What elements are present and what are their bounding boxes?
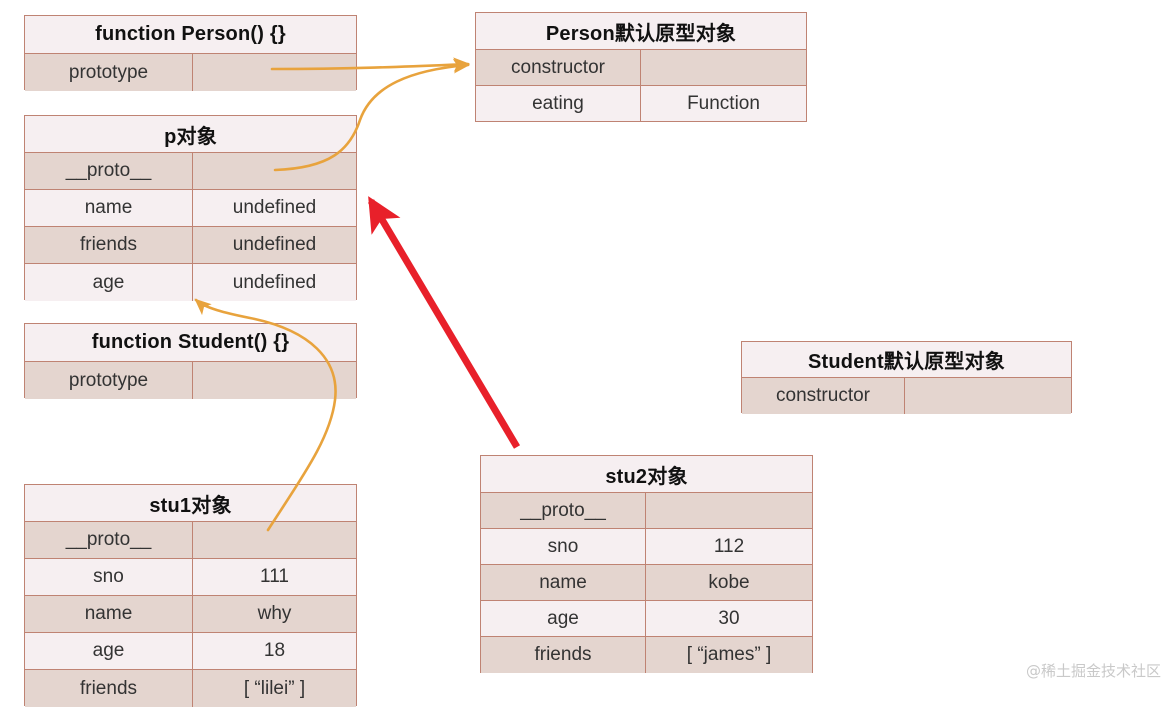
row-key: friends bbox=[481, 637, 646, 673]
row-value bbox=[193, 362, 356, 399]
row-key: age bbox=[481, 601, 646, 636]
row-key: __proto__ bbox=[25, 522, 193, 558]
box-title: function Person() {} bbox=[95, 23, 286, 45]
table-row: constructor bbox=[742, 378, 1071, 414]
row-key: friends bbox=[25, 670, 193, 707]
row-value bbox=[905, 378, 1071, 414]
row-key: __proto__ bbox=[481, 493, 646, 528]
box-title-row: Person默认原型对象 bbox=[476, 13, 806, 50]
row-key: name bbox=[25, 596, 193, 632]
row-value bbox=[193, 522, 356, 558]
box-title-row: function Person() {} bbox=[25, 16, 356, 54]
table-row: __proto__ bbox=[481, 493, 812, 529]
table-row: age 18 bbox=[25, 633, 356, 670]
box-student-prototype-object: Student默认原型对象 constructor bbox=[741, 341, 1072, 414]
box-title-row: stu2对象 bbox=[481, 456, 812, 493]
row-key: sno bbox=[481, 529, 646, 564]
table-row: sno 112 bbox=[481, 529, 812, 565]
row-key: constructor bbox=[476, 50, 641, 85]
box-title: stu2对象 bbox=[605, 465, 688, 488]
row-value bbox=[193, 153, 356, 189]
row-value bbox=[193, 54, 356, 91]
row-value: why bbox=[257, 603, 292, 624]
row-value: undefined bbox=[232, 234, 317, 255]
row-key: prototype bbox=[25, 362, 193, 399]
box-stu1-object: stu1对象 __proto__ sno 111 name why age 18… bbox=[24, 484, 357, 707]
box-title: function Student() {} bbox=[91, 331, 290, 353]
row-key: name bbox=[481, 565, 646, 600]
table-row: prototype bbox=[25, 54, 356, 91]
box-title: p对象 bbox=[164, 125, 217, 148]
table-row: __proto__ bbox=[25, 522, 356, 559]
box-stu2-object: stu2对象 __proto__ sno 112 name kobe age 3… bbox=[480, 455, 813, 673]
row-value: undefined bbox=[232, 197, 317, 218]
row-value: kobe bbox=[708, 571, 750, 593]
box-title-row: stu1对象 bbox=[25, 485, 356, 522]
row-value: [ “james” ] bbox=[686, 644, 772, 665]
row-key: sno bbox=[25, 559, 193, 595]
box-title-row: p对象 bbox=[25, 116, 356, 153]
box-title: Person默认原型对象 bbox=[545, 22, 737, 45]
table-row: age 30 bbox=[481, 601, 812, 637]
box-title: Student默认原型对象 bbox=[807, 351, 1006, 373]
arrow-stu2-to-p-proto bbox=[367, 196, 521, 449]
table-row: friends [ “james” ] bbox=[481, 637, 812, 673]
row-key: name bbox=[25, 190, 193, 226]
table-row: friends undefined bbox=[25, 227, 356, 264]
box-person-prototype-object: Person默认原型对象 constructor eating Function bbox=[475, 12, 807, 122]
table-row: friends [ “lilei” ] bbox=[25, 670, 356, 707]
row-value: [ “lilei” ] bbox=[243, 677, 306, 699]
row-key: eating bbox=[476, 86, 641, 121]
table-row: eating Function bbox=[476, 86, 806, 121]
watermark: @稀土掘金技术社区 bbox=[1025, 662, 1161, 680]
row-value: undefined bbox=[232, 271, 317, 293]
box-p-object: p对象 __proto__ name undefined friends und… bbox=[24, 115, 357, 301]
box-title-row: function Student() {} bbox=[25, 324, 356, 362]
row-value: 112 bbox=[713, 535, 745, 557]
row-key: __proto__ bbox=[25, 153, 193, 189]
row-key: age bbox=[25, 264, 193, 301]
row-key: age bbox=[25, 633, 193, 669]
row-value: 30 bbox=[718, 607, 740, 629]
box-function-person: function Person() {} prototype bbox=[24, 15, 357, 91]
table-row: sno 111 bbox=[25, 559, 356, 596]
row-value: Function bbox=[687, 92, 760, 114]
table-row: name kobe bbox=[481, 565, 812, 601]
row-key: prototype bbox=[25, 54, 193, 91]
table-row: name why bbox=[25, 596, 356, 633]
box-function-student: function Student() {} prototype bbox=[24, 323, 357, 399]
row-key: friends bbox=[25, 227, 193, 263]
row-value: 18 bbox=[263, 640, 286, 661]
box-title: stu1对象 bbox=[149, 494, 232, 517]
row-value bbox=[641, 50, 806, 85]
table-row: constructor bbox=[476, 50, 806, 86]
box-title-row: Student默认原型对象 bbox=[742, 342, 1071, 378]
table-row: __proto__ bbox=[25, 153, 356, 190]
table-row: prototype bbox=[25, 362, 356, 399]
table-row: age undefined bbox=[25, 264, 356, 301]
row-value: 111 bbox=[260, 566, 289, 587]
row-value bbox=[646, 493, 812, 528]
table-row: name undefined bbox=[25, 190, 356, 227]
row-key: constructor bbox=[742, 378, 906, 414]
